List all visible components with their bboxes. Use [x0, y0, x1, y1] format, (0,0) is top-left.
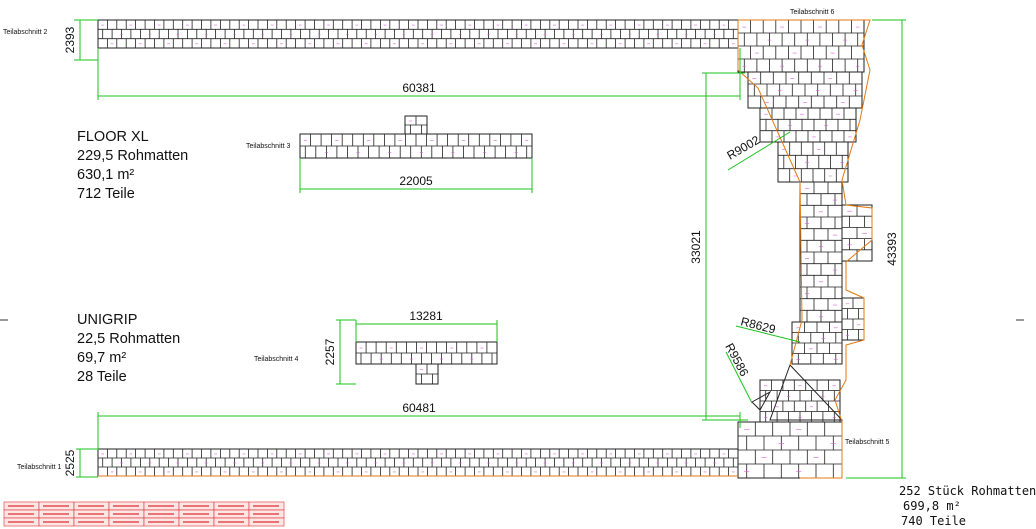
floor-xl-summary: FLOOR XL 229,5 Rohmatten 630,1 m² 712 Te… [77, 128, 188, 204]
floor-xl-parts: 712 Teile [77, 186, 135, 202]
outline-section6-left [737, 20, 803, 366]
dim-text-2393: 2393 [63, 26, 77, 53]
section-label-6: Teilabschnitt 6 [790, 9, 835, 16]
legend-strip [3, 501, 285, 527]
unigrip-summary: UNIGRIP 22,5 Rohmatten 69,7 m² 28 Teile [77, 311, 180, 387]
tiles-section6-bump1 [841, 204, 873, 262]
floor-xl-title: FLOOR XL [77, 129, 149, 145]
dim-text-2525: 2525 [63, 449, 77, 476]
tiles-section6-mid [799, 181, 843, 323]
dim-text-13281: 13281 [409, 309, 443, 323]
dimension-texts: 2393 60381 22005 33021 43393 R9002 R8629… [63, 26, 899, 476]
dim-line-R8629 [735, 325, 801, 343]
tile-groups [97, 19, 873, 479]
section-label-1: Teilabschnitt 1 [17, 464, 62, 471]
outline-section6-right [738, 19, 873, 479]
section-label-2: Teilabschnitt 2 [3, 29, 48, 36]
unigrip-mats: 22,5 Rohmatten [77, 331, 181, 347]
totals-mats: 252 Stück Rohmatten [899, 484, 1036, 498]
tiles-section6-d [777, 141, 849, 183]
tiles-section5-tri [759, 379, 841, 423]
unigrip-area: 69,7 m² [77, 350, 127, 366]
tiles-section6-top [737, 19, 865, 73]
dim-text-2257: 2257 [323, 338, 337, 365]
floor-xl-area: 630,1 m² [77, 167, 135, 183]
section-label-5: Teilabschnitt 5 [845, 439, 890, 446]
orange-outlines [98, 19, 873, 479]
tiles-section3-top [404, 115, 428, 135]
unigrip-title: UNIGRIP [77, 312, 138, 328]
totals-summary: 252 Stück Rohmatten 699,8 m² 740 Teile [899, 484, 1036, 529]
section-label-3: Teilabschnitt 3 [246, 143, 291, 150]
dim-line-R9586 [725, 351, 753, 404]
dimension-lines [74, 19, 906, 479]
tiles-section3 [299, 133, 533, 159]
tiles-section6-b [747, 71, 863, 109]
tiles-section5-triangle [751, 364, 844, 421]
dim-text-R8629: R8629 [739, 314, 777, 336]
totals-parts: 740 Teile [901, 514, 967, 528]
section-label-4: Teilabschnitt 4 [254, 356, 299, 363]
tiles-section2 [97, 19, 739, 49]
dim-text-43393: 43393 [885, 232, 899, 266]
tiles-section6-neck [791, 321, 843, 365]
tiles-section4-bottom [415, 363, 439, 385]
dim-text-60481: 60481 [402, 401, 436, 415]
tiles-section6-bump2 [841, 297, 865, 341]
tiles-section5 [737, 421, 843, 479]
dim-text-22005: 22005 [399, 174, 433, 188]
tiles-section1 [97, 448, 739, 477]
dim-line-R9002 [727, 131, 791, 171]
totals-area: 699,8 m² [903, 499, 961, 513]
dim-text-R9002: R9002 [725, 133, 763, 163]
dim-text-R9586: R9586 [722, 341, 751, 379]
unigrip-parts: 28 Teile [77, 369, 127, 385]
floor-xl-mats: 229,5 Rohmatten [77, 148, 189, 164]
dim-text-33021: 33021 [689, 230, 703, 264]
dim-text-60381: 60381 [402, 81, 436, 95]
tiles-section6-c [759, 107, 857, 143]
tiles-section4 [355, 341, 498, 365]
